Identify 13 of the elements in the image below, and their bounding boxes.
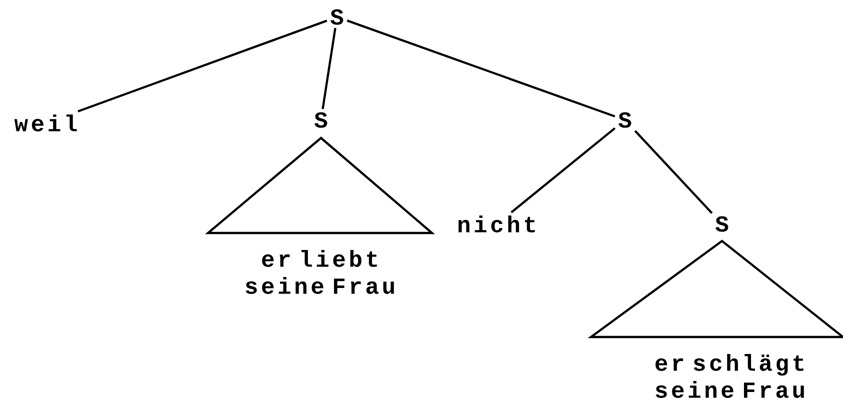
tree-branch <box>346 20 616 118</box>
phrase-text: er schlägt seine Frau <box>656 354 804 398</box>
word: weil <box>14 114 77 132</box>
tree-branch <box>322 28 336 110</box>
word: nicht <box>458 216 535 232</box>
node-label: S <box>330 9 344 25</box>
tree-branch <box>78 20 328 112</box>
tree-branch <box>634 130 713 214</box>
phrase-text: er liebt seine Frau <box>246 250 394 294</box>
tree-branch <box>510 127 616 214</box>
node-label: S <box>314 112 328 128</box>
node-label: S <box>716 216 728 232</box>
node-label: S <box>618 112 632 128</box>
